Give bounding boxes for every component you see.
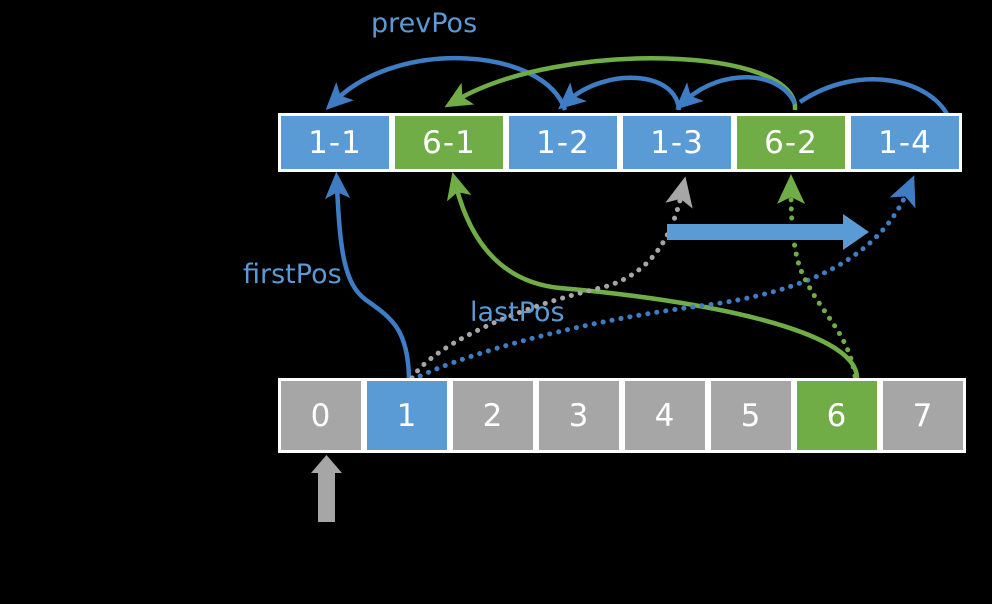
connector-prev-1-1 xyxy=(325,55,568,111)
connector-firstpos-6 xyxy=(446,172,860,379)
bucket-cell-7[interactable]: 7 xyxy=(880,378,966,453)
entry-cell-1-4[interactable]: 1-4 xyxy=(848,113,962,172)
bucket-cell-3[interactable]: 3 xyxy=(536,378,622,453)
connector-firstpos-1 xyxy=(325,171,412,379)
bucket-cell-1[interactable]: 1 xyxy=(364,378,450,453)
head-pointer-arrow xyxy=(311,455,342,522)
connector-prev-1-4 xyxy=(798,77,951,118)
entry-cell-1-3[interactable]: 1-3 xyxy=(620,113,734,172)
connector-prev-1-3 xyxy=(675,75,798,110)
bucket-cell-5[interactable]: 5 xyxy=(708,378,794,453)
entry-cell-6-2[interactable]: 6-2 xyxy=(734,113,848,172)
bucket-cell-4[interactable]: 4 xyxy=(622,378,708,453)
label-prevpos: prevPos xyxy=(371,8,478,39)
entry-cell-6-1[interactable]: 6-1 xyxy=(392,113,506,172)
shift-arrow xyxy=(667,214,869,250)
label-firstpos: firstPos xyxy=(243,259,342,290)
label-lastpos: lastPos xyxy=(470,297,565,328)
connector-lastpos-gray xyxy=(409,176,693,381)
connector-prev-1-2 xyxy=(558,75,682,111)
bucket-cell-0[interactable]: 0 xyxy=(278,378,364,453)
connector-lastpos-green xyxy=(777,174,858,379)
entry-cell-1-2[interactable]: 1-2 xyxy=(506,113,620,172)
bucket-array: 0 1 2 3 4 5 6 7 xyxy=(278,378,966,453)
entry-list-array: 1-1 6-1 1-2 1-3 6-2 1-4 xyxy=(278,113,962,172)
connector-lastpos-blue xyxy=(409,175,916,383)
bucket-cell-6[interactable]: 6 xyxy=(794,378,880,453)
bucket-cell-2[interactable]: 2 xyxy=(450,378,536,453)
entry-cell-1-1[interactable]: 1-1 xyxy=(278,113,392,172)
